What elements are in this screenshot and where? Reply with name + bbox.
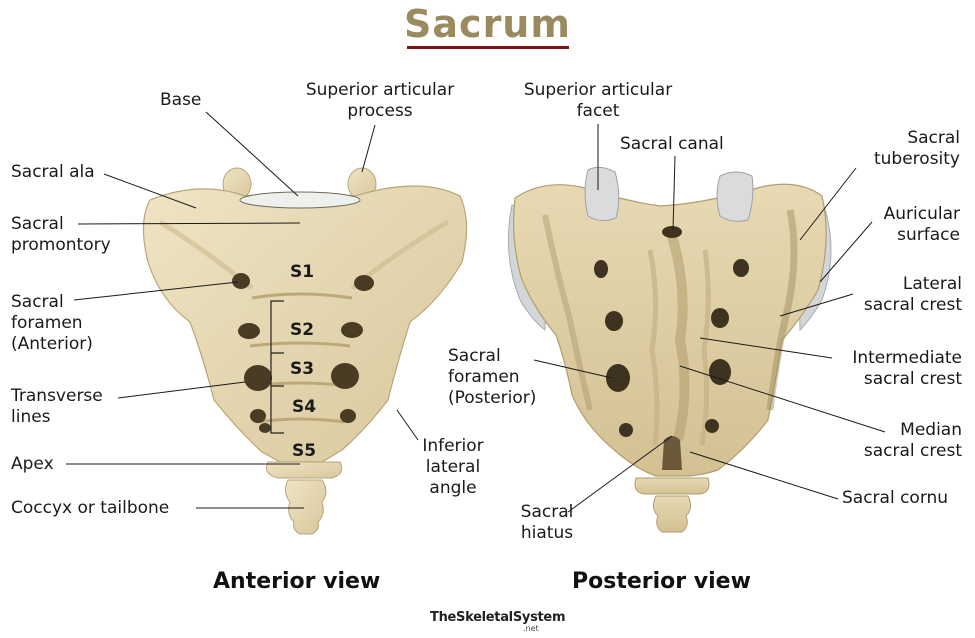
leader-sacral-tuberosity — [799, 167, 857, 241]
sacral-canal — [662, 226, 682, 238]
anterior-foramen — [341, 322, 363, 338]
superior-articular-facet-right — [716, 171, 754, 222]
anterior-foramen — [340, 409, 356, 423]
posterior-foramen — [733, 259, 749, 277]
leader-sacral-foramen-anterior — [73, 281, 239, 301]
posterior-foramen — [711, 308, 729, 328]
label-sacral-promontory: Sacral promontory — [11, 214, 111, 255]
leader-inferior-lateral-angle — [396, 409, 419, 441]
diagram-title: Sacrum — [404, 2, 571, 46]
anterior-sacrum — [142, 167, 468, 535]
leader-sacral-cornu — [689, 451, 839, 500]
median-sacral-crest — [667, 234, 690, 442]
leader-intermediate-sacral-crest — [699, 337, 833, 359]
leader-lateral-sacral-crest — [779, 293, 854, 317]
posterior-sacrum-body — [512, 183, 827, 477]
posterior-foramen — [619, 423, 633, 437]
label-base: Base — [160, 90, 202, 110]
label-median-sacral-crest: Median sacral crest — [863, 420, 962, 461]
leader-sacral-promontory — [77, 222, 301, 225]
leader-sacral-hiatus — [567, 435, 673, 513]
label-sacral-foramen-posterior: Sacral foramen (Posterior) — [448, 346, 537, 408]
segment-s3: S3 — [290, 359, 315, 379]
segment-s1: S1 — [290, 262, 315, 282]
leader-sacral-foramen-posterior — [533, 359, 613, 379]
posterior-coccyx — [652, 495, 692, 533]
leader-superior-articular-process — [361, 124, 376, 173]
brand-suffix: .net — [523, 624, 539, 633]
segment-s5: S5 — [292, 441, 317, 461]
sacral-hiatus — [662, 436, 682, 470]
leader-sacral-canal — [672, 155, 676, 231]
label-transverse-lines: Transverse lines — [11, 386, 103, 427]
label-superior-articular-facet: Superior articular facet — [523, 80, 673, 121]
posterior-view-title: Posterior view — [572, 569, 751, 594]
leader-lines — [66, 111, 886, 513]
apex — [265, 461, 343, 479]
label-apex: Apex — [11, 454, 54, 474]
anterior-view-title: Anterior view — [213, 569, 381, 594]
label-superior-articular-process: Superior articular process — [305, 80, 455, 121]
segment-s2: S2 — [290, 320, 315, 340]
coccyx — [284, 479, 327, 535]
segment-s4: S4 — [292, 397, 317, 417]
superior-articular-facet-left — [584, 166, 620, 222]
anterior-foramen — [232, 273, 250, 289]
anterior-foramen — [354, 275, 374, 291]
base-surface — [239, 191, 361, 209]
anterior-foramen — [238, 323, 260, 339]
label-sacral-hiatus: Sacral hiatus — [520, 502, 574, 543]
leader-base — [205, 111, 299, 197]
label-auricular-surface: Auricular surface — [883, 204, 960, 245]
posterior-foramen — [606, 364, 630, 392]
label-intermediate-sacral-crest: Intermediate sacral crest — [852, 348, 962, 389]
posterior-sacrum — [507, 166, 832, 533]
label-inferior-lateral-angle: Inferior lateral angle — [422, 436, 484, 498]
label-sacral-foramen-anterior: Sacral foramen (Anterior) — [11, 292, 93, 354]
label-coccyx: Coccyx or tailbone — [11, 498, 170, 518]
anterior-foramen — [331, 363, 359, 389]
leader-auricular-surface — [819, 221, 873, 283]
posterior-foramen — [605, 311, 623, 331]
anterior-foramen — [250, 409, 266, 423]
title-underline — [407, 46, 569, 49]
brand-logo: TheSkeletalSystem — [430, 610, 566, 625]
posterior-coccyx-base — [634, 477, 710, 495]
leader-transverse-lines — [117, 381, 246, 399]
label-sacral-tuberosity: Sacral tuberosity — [873, 128, 960, 169]
label-lateral-sacral-crest: Lateral sacral crest — [863, 274, 962, 315]
label-sacral-cornu: Sacral cornu — [842, 488, 949, 508]
anterior-foramen — [259, 423, 271, 433]
posterior-foramen — [594, 260, 608, 278]
label-sacral-ala: Sacral ala — [11, 162, 95, 182]
label-sacral-canal: Sacral canal — [620, 134, 724, 154]
anterior-foramen — [244, 365, 272, 391]
leader-median-sacral-crest — [679, 365, 886, 433]
leader-sacral-ala — [103, 173, 197, 209]
posterior-foramen — [705, 419, 719, 433]
posterior-foramen — [709, 359, 731, 385]
